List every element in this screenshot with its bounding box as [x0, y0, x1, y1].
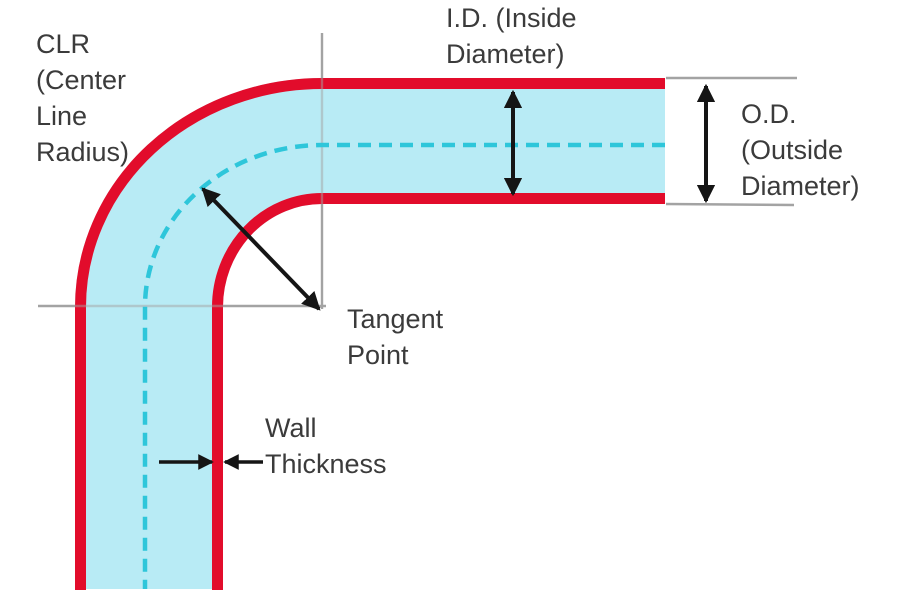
- tube-centerline: [142, 142, 665, 589]
- tube-inner-wall: [212, 193, 665, 590]
- label-inside-diameter: I.D. (Inside Diameter): [446, 3, 577, 69]
- label-tangent-point: Tangent Point: [347, 304, 444, 370]
- label-wall-thickness: Wall Thickness: [265, 413, 387, 479]
- tube-outer-wall: [75, 78, 665, 590]
- od-extension-line-bottom: [665, 202, 795, 207]
- label-outside-diameter: O.D. (Outside Diameter): [741, 99, 860, 201]
- clr-radius-arrow: [201, 187, 321, 311]
- label-clr: CLR (Center Line Radius): [36, 29, 130, 167]
